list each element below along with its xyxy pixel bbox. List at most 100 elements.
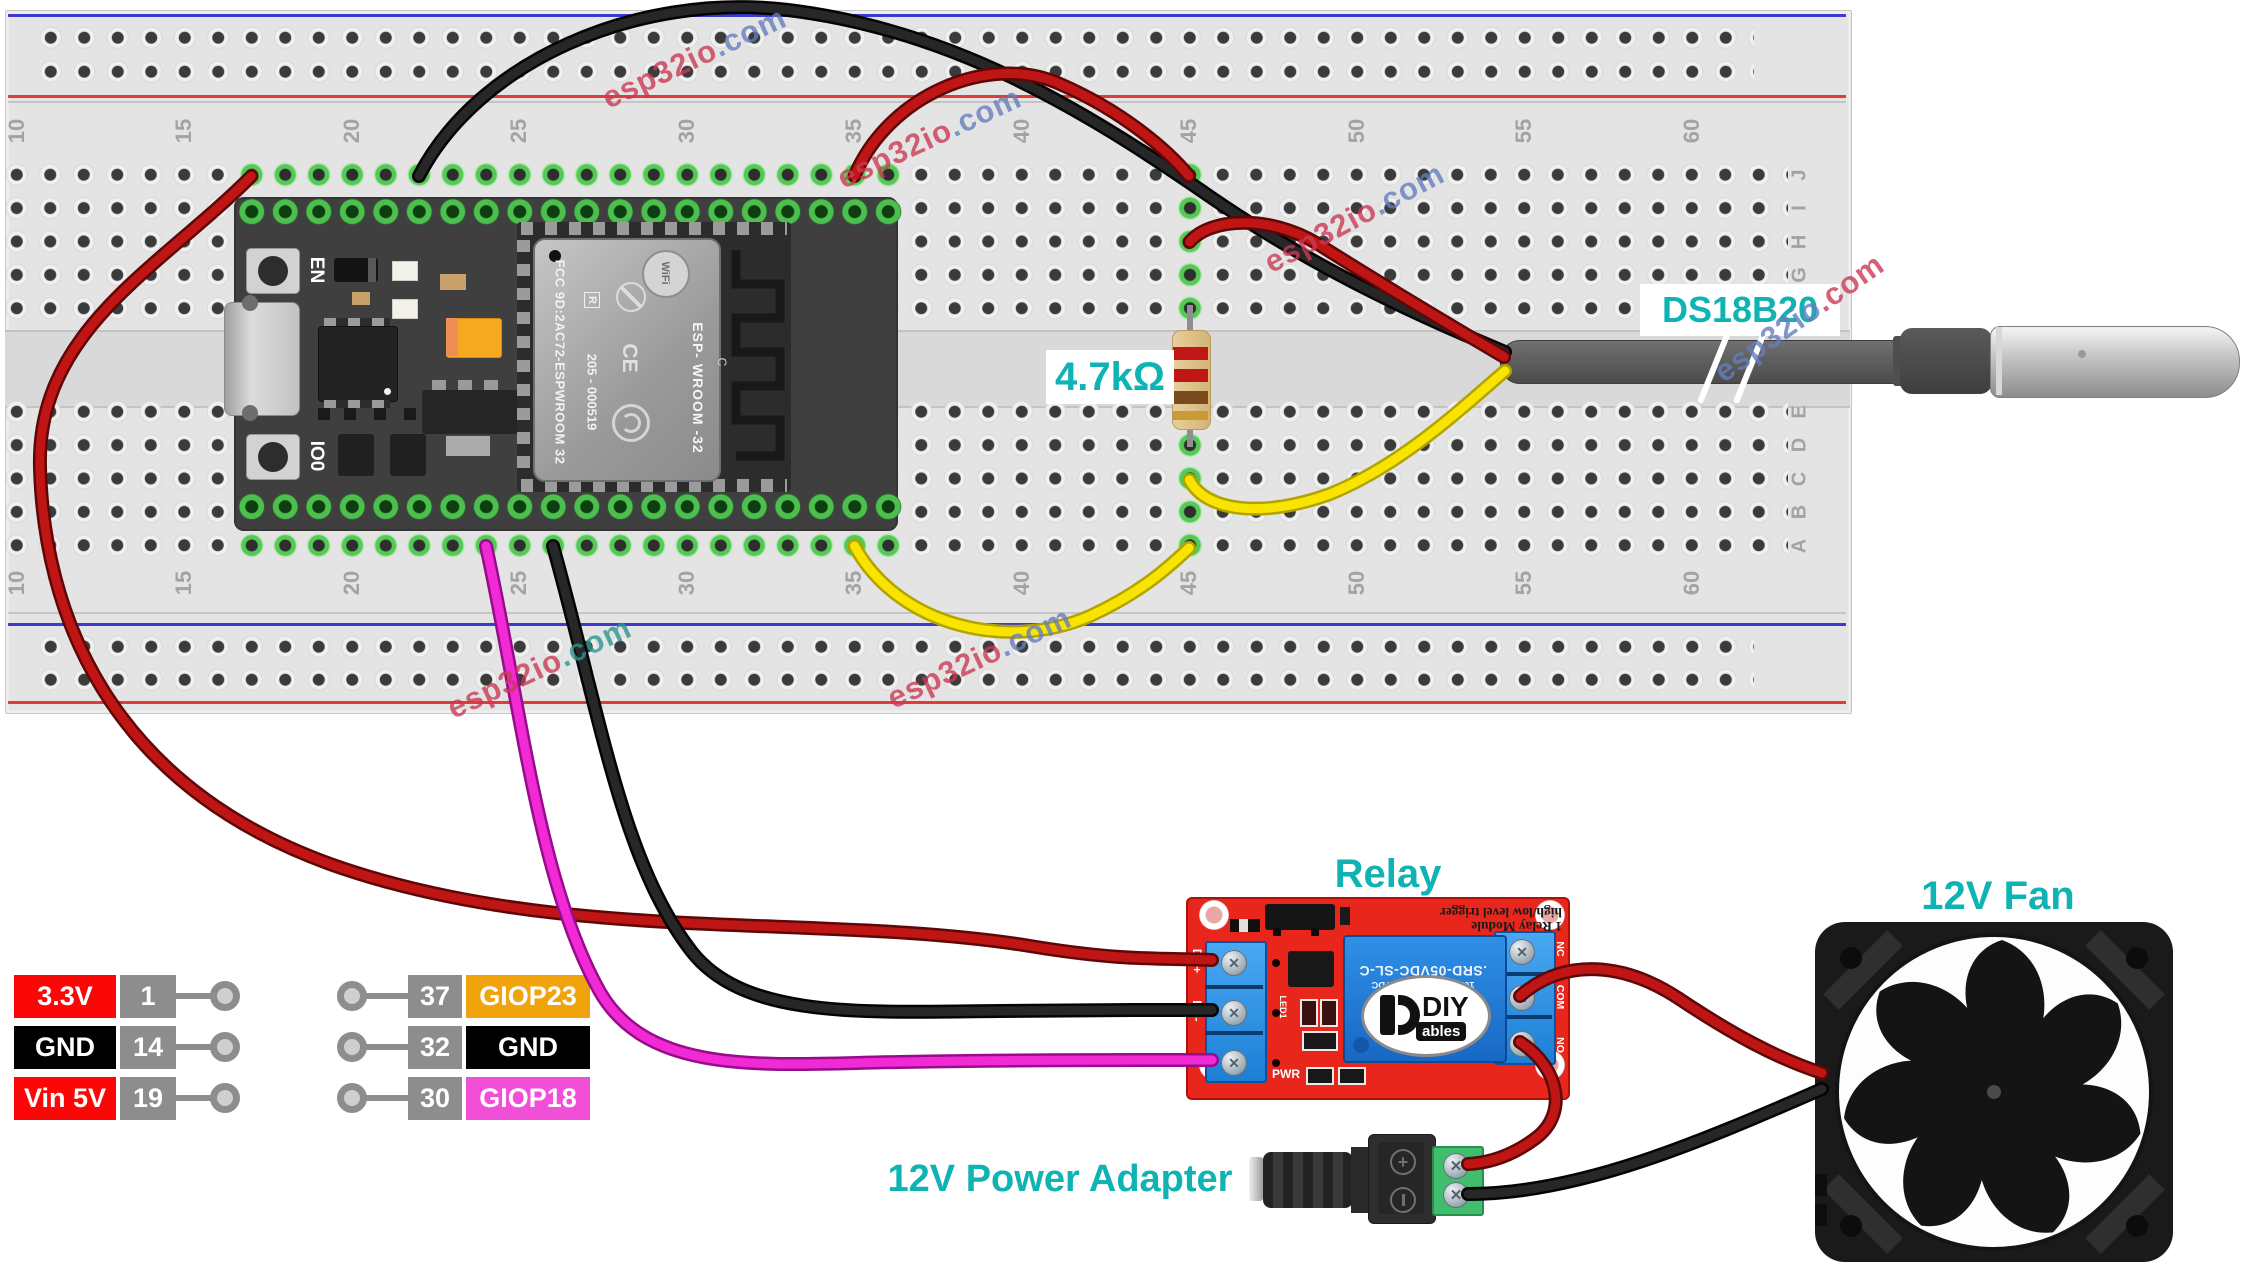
fan-ring — [1835, 933, 2153, 1251]
fan-corner-braces — [1823, 930, 2165, 1254]
legend-gpio-label: GND — [466, 1026, 590, 1069]
logo-diy-text: DIY — [1422, 991, 1469, 1022]
smd-component — [318, 408, 330, 420]
wire-black-adapter-fan — [1468, 1089, 1822, 1194]
adapter-screw-positive[interactable]: ✕ — [1443, 1153, 1469, 1179]
bottom-rail-row-1 — [33, 630, 1754, 664]
legend-stub — [176, 1095, 216, 1101]
col-number: 60 — [1679, 570, 1704, 596]
green-holes-row-a — [234, 528, 905, 563]
green-holes-row-j — [234, 158, 905, 192]
terminal-separator — [1205, 1031, 1263, 1035]
spiral-logo-inner — [621, 413, 641, 433]
legend-esp-pin-label: Vin 5V — [14, 1077, 116, 1120]
legend-esp-pin-label: GND — [14, 1026, 116, 1069]
jumper-pin — [1340, 907, 1350, 925]
voltage-regulator — [422, 390, 520, 434]
en-button[interactable] — [246, 248, 300, 294]
smd-resistor — [1320, 999, 1338, 1027]
sensor-probe-ring — [1996, 327, 2002, 395]
legend-stub — [362, 1044, 408, 1050]
diyables-logo: DIY ables — [1361, 975, 1491, 1057]
io0-button[interactable] — [246, 434, 300, 480]
diode-band — [368, 258, 376, 282]
barrel-jack-tip — [1249, 1157, 1263, 1201]
screw-no[interactable]: ✕ — [1509, 1031, 1535, 1057]
en-label: EN — [306, 256, 327, 284]
logo-mark — [1380, 995, 1395, 1035]
wroom-serial-text: 205 - 000519 — [584, 353, 600, 431]
screw-com[interactable]: ✕ — [1509, 985, 1535, 1011]
col-number: 55 — [1511, 570, 1536, 596]
smd-resistor — [1300, 999, 1318, 1027]
col-number: 60 — [1679, 118, 1704, 144]
jumper-leg — [1273, 928, 1281, 936]
chip-pin1-dot — [384, 388, 391, 395]
row-letter: G — [1788, 267, 1811, 283]
smd-resistor — [1338, 1067, 1366, 1085]
barrel-jack-ribbed-body — [1263, 1152, 1353, 1208]
row-letter: D — [1788, 437, 1811, 453]
legend-text: GIOP18 — [479, 1083, 577, 1113]
legend-esp-pin-label: 3.3V — [14, 975, 116, 1018]
relay-mount-hole — [1199, 900, 1229, 930]
solder-pad — [1272, 1009, 1280, 1017]
legend-text: 14 — [132, 1032, 164, 1062]
minus-symbol-icon — [1390, 1187, 1416, 1213]
legend-stub — [176, 993, 216, 999]
pwr-led — [1306, 1067, 1334, 1085]
fan-blades — [1844, 940, 2141, 1233]
relay-header-line2: high/low level trigger — [1439, 905, 1562, 920]
wifi-badge-text: WiFi — [659, 261, 671, 285]
legend-pin-circle — [210, 981, 240, 1011]
legend-gpio-label: GIOP18 — [466, 1077, 590, 1120]
io0-button-cap — [258, 442, 288, 472]
fan-tab — [1815, 1174, 1827, 1196]
pcb-antenna — [731, 250, 785, 461]
legend-pin-number: 32 — [408, 1026, 462, 1069]
regulator-tab — [446, 436, 490, 456]
wroom-name-text: ESP- WROOM -32 — [690, 322, 706, 454]
screw-dc-minus[interactable]: ✕ — [1221, 1000, 1247, 1026]
adapter-screw-negative[interactable]: ✕ — [1443, 1182, 1469, 1208]
row-letter: I — [1788, 205, 1811, 211]
legend-text: GIOP23 — [479, 981, 577, 1011]
breadboard-top-red-line — [8, 95, 1846, 98]
transistor — [390, 434, 426, 476]
row-letter: J — [1788, 169, 1811, 181]
smd-transistor — [1302, 1031, 1338, 1051]
usb-mount-pin — [242, 405, 258, 421]
sensor-label: DS18B20 — [1661, 289, 1819, 330]
wroom-castellation-top — [521, 222, 787, 235]
legend-stub — [176, 1044, 216, 1050]
col-number: 55 — [1511, 118, 1536, 144]
col-number: 35 — [841, 118, 866, 144]
col-number: 20 — [339, 570, 364, 596]
plus-symbol-icon: + — [1390, 1149, 1416, 1175]
col-number: 15 — [171, 570, 196, 596]
adapter-title: 12V Power Adapter — [887, 1158, 1233, 1200]
breadboard-top-divider — [8, 101, 1846, 103]
trigger-jumper[interactable] — [1265, 904, 1335, 930]
col-number: 30 — [674, 570, 699, 596]
smd-component — [404, 408, 416, 420]
resistor-band-1 — [1173, 347, 1208, 360]
col-number: 25 — [506, 570, 531, 596]
screw-dc-plus[interactable]: ✕ — [1221, 950, 1247, 976]
capacitor-stripe — [446, 318, 458, 356]
cube-corner-dot — [1353, 1037, 1369, 1053]
col-number: 30 — [674, 118, 699, 144]
fan — [1815, 922, 2173, 1262]
col-number: 20 — [339, 118, 364, 144]
micro-usb-port[interactable] — [224, 302, 300, 416]
resistor-band-4 — [1173, 411, 1208, 420]
smd-resistor — [1230, 919, 1260, 932]
terminal-label-com: COM — [1554, 984, 1566, 1010]
row-letter: E — [1788, 405, 1811, 419]
top-rail-row-2 — [33, 55, 1754, 89]
screw-in[interactable]: ✕ — [1221, 1050, 1247, 1076]
legend-pin-number: 19 — [120, 1077, 176, 1120]
screw-nc[interactable]: ✕ — [1509, 939, 1535, 965]
fan-hub-dot — [1987, 1085, 2001, 1099]
legend-stub — [362, 993, 408, 999]
